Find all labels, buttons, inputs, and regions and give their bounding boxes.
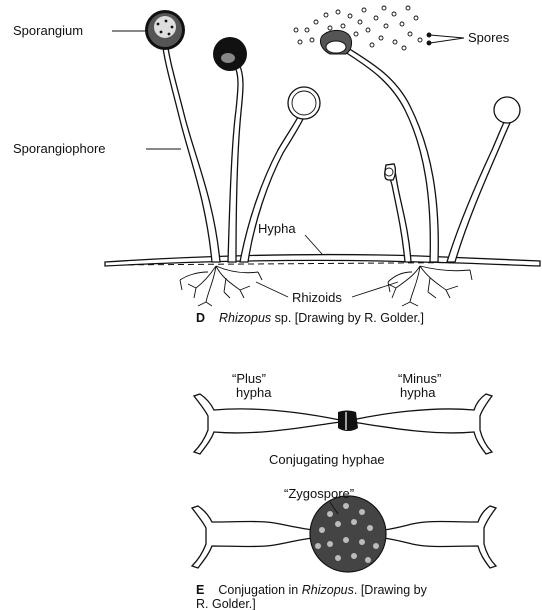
panel-e-drawing: “Plus” hypha “Minus” hypha Conjugating h…: [192, 371, 496, 610]
caption-d-letter: D: [196, 311, 205, 325]
label-conjugating-hyphae: Conjugating hyphae: [269, 452, 385, 467]
panel-d-drawing: Sporangium Sporangiophore Spores Hypha R…: [13, 6, 540, 325]
sporangia: [145, 10, 520, 176]
label-sporangiophore: Sporangiophore: [13, 141, 106, 156]
label-plus-hypha-1: “Plus”: [232, 371, 266, 386]
caption-e-line1: E Conjugation in Rhizopus. [Drawing by: [196, 583, 428, 597]
label-hypha: Hypha: [258, 221, 296, 236]
caption-e-genus: Rhizopus: [302, 583, 354, 597]
caption-d: D Rhizopus sp. [Drawing by R. Golder.]: [196, 311, 424, 325]
caption-e-letter: E: [196, 583, 204, 597]
spore-dots: [294, 6, 422, 50]
label-zygospore: “Zygospore”: [284, 486, 354, 501]
label-minus-hypha-1: “Minus”: [398, 371, 441, 386]
caption-d-rest: sp. [Drawing by R. Golder.]: [271, 311, 424, 325]
label-plus-hypha-2: hypha: [236, 385, 272, 400]
sporangiophores: [162, 40, 511, 262]
zygospore: [192, 496, 496, 572]
label-sporangium: Sporangium: [13, 23, 83, 38]
caption-d-genus: Rhizopus: [219, 311, 271, 325]
conjugating-hyphae: [194, 394, 492, 454]
label-rhizoids: Rhizoids: [292, 290, 342, 305]
caption-e-line2: R. Golder.]: [196, 597, 256, 610]
caption-e-after: . [Drawing by: [354, 583, 428, 597]
label-spores: Spores: [468, 30, 510, 45]
label-minus-hypha-2: hypha: [400, 385, 436, 400]
caption-e-before: Conjugation in: [218, 583, 301, 597]
